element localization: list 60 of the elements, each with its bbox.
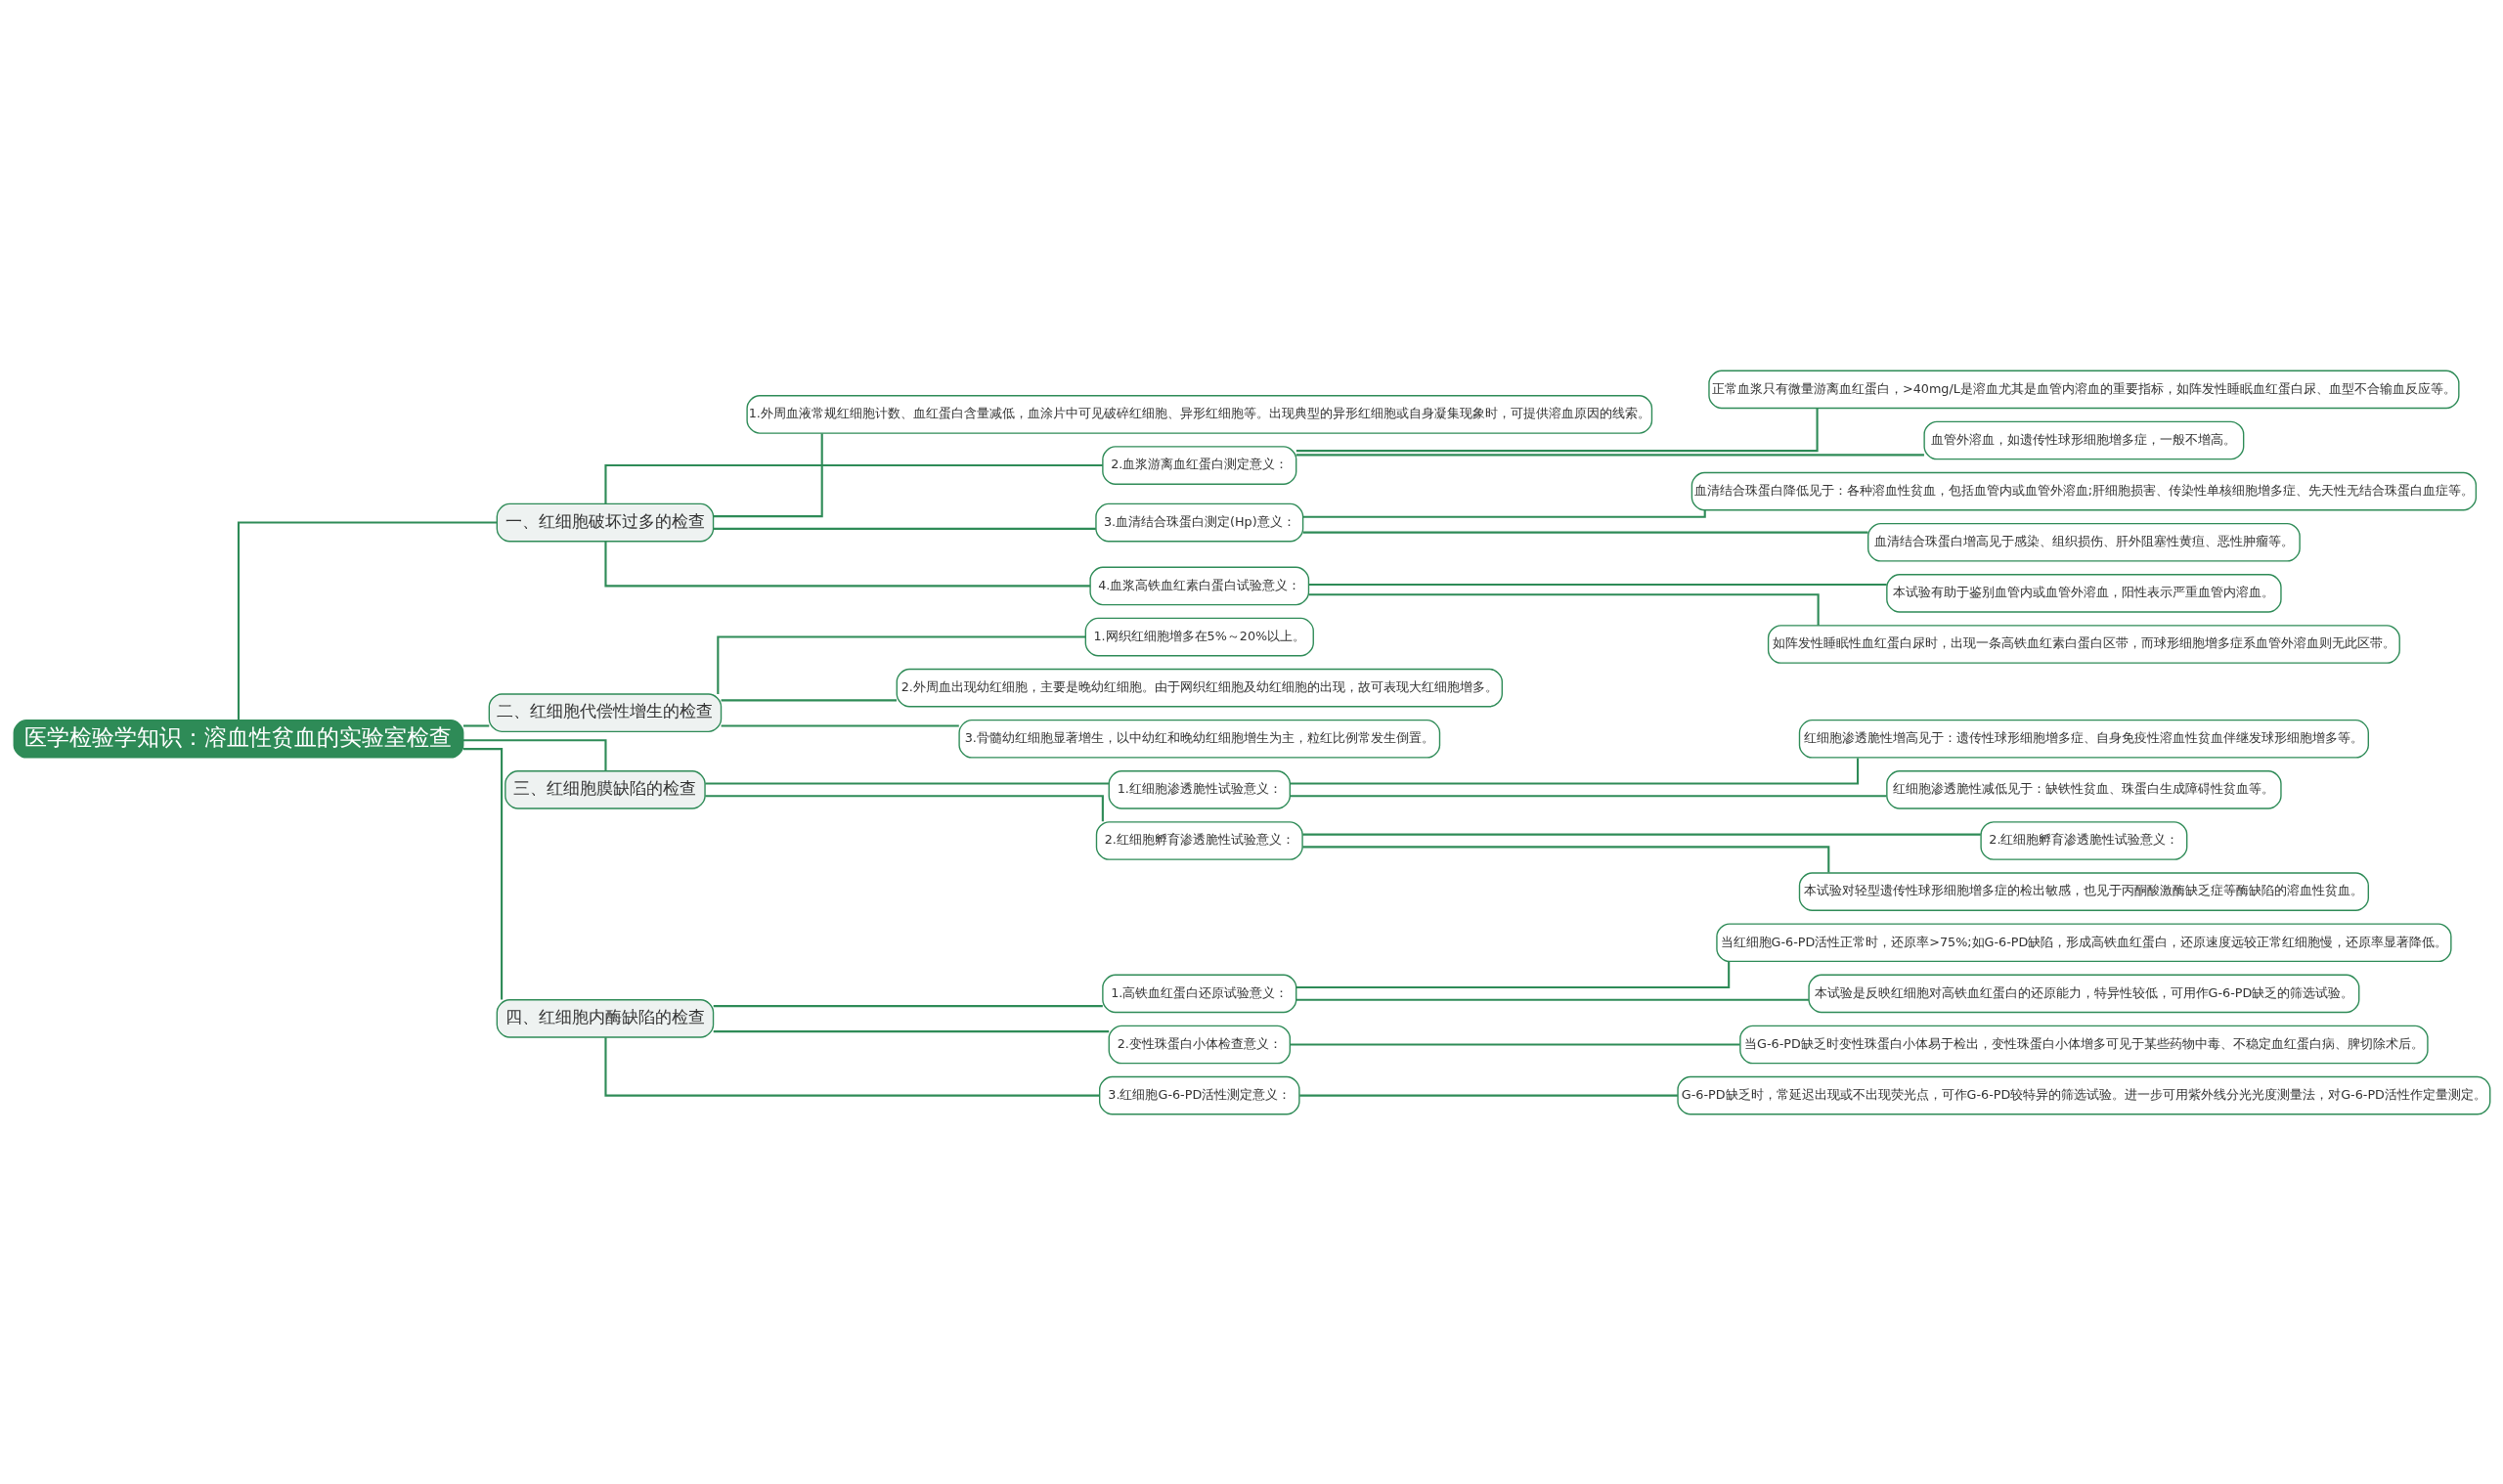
- node-box: 红细胞渗透脆性减低见于：缺铁性贫血、珠蛋白生成障碍性贫血等。: [1885, 769, 2282, 809]
- connector: [721, 723, 959, 727]
- node-box: 1.网织红细胞增多在5%～20%以上。: [1084, 617, 1314, 656]
- node-box: 一、红细胞破坏过多的检查: [496, 502, 714, 542]
- node-box: 本试验对轻型遗传性球形细胞增多症的检出敏感，也见于丙酮酸激酶缺乏症等酶缺陷的溶血性贫血。: [1798, 871, 2369, 911]
- connector: [713, 527, 1096, 530]
- connector: [1295, 408, 1819, 452]
- node-box: 正常血浆只有微量游离血红蛋白，>40mg/L是溶血尤其是血管内溶血的重要指标，如阵发性睡眠血红蛋白尿、血型不合输血反应等。: [1707, 370, 2460, 409]
- connector: [462, 747, 503, 999]
- node-box: 血清结合珠蛋白增高见于感染、组织损伤、肝外阻塞性黄疸、恶性肿瘤等。: [1866, 522, 2301, 562]
- node-box: 2.红细胞孵育渗透脆性试验意义：: [1979, 820, 2187, 860]
- connector: [716, 634, 1085, 694]
- node-box: 2.变性珠蛋白小体检查意义：: [1108, 1025, 1291, 1064]
- connector: [1302, 531, 1868, 534]
- connector: [237, 520, 497, 720]
- node-box: 2.血浆游离血红蛋白测定意义：: [1101, 445, 1296, 485]
- connector: [603, 463, 1103, 503]
- node-box: G-6-PD缺乏时，常延迟出现或不出现荧光点，可作G-6-PD较特异的筛选试验。进一步可用紫外线分光光度测量法，对G-6-PD活性作定量测定。: [1676, 1075, 2490, 1114]
- connector: [1295, 998, 1809, 1001]
- node-box: 四、红细胞内酶缺陷的检查: [496, 998, 714, 1038]
- node-box: 如阵发性睡眠性血红蛋白尿时，出现一条高铁血红素白蛋白区带，而球形细胞增多症系血管外溶血则无此区带。: [1767, 624, 2400, 664]
- connector: [1298, 1094, 1678, 1097]
- node-box: 2.外周血出现幼红细胞，主要是晚幼红细胞。由于网织红细胞及幼红细胞的出现，故可表现大红细胞增多。: [896, 668, 1503, 707]
- connector: [1295, 453, 1924, 456]
- connector: [1295, 961, 1730, 988]
- node-box: 3.红细胞G-6-PD活性测定意义：: [1098, 1075, 1300, 1114]
- connector: [1289, 757, 1859, 785]
- node-box: 本试验是反映红细胞对高铁血红蛋白的还原能力，特异性较低，可用作G-6-PD缺乏的筛选试验。: [1807, 974, 2359, 1013]
- node-box: 三、红细胞膜缺陷的检查: [504, 769, 706, 809]
- connector: [603, 1036, 1099, 1097]
- node-box: 红细胞渗透脆性增高见于：遗传性球形细胞增多症、自身免疫性溶血性贫血伴继发球形细胞增多等。: [1798, 719, 2369, 759]
- connector: [1301, 845, 1829, 872]
- node-box: 4.血浆高铁血红素白蛋白试验意义：: [1088, 566, 1309, 605]
- node-box: 1.红细胞渗透脆性试验意义：: [1108, 769, 1291, 809]
- node-box: 血管外溶血，如遗传性球形细胞增多症，一般不增高。: [1922, 420, 2244, 459]
- connector: [1308, 583, 1887, 586]
- node-box: 3.血清结合珠蛋白测定(Hp)意义：: [1094, 502, 1303, 542]
- connector: [713, 433, 823, 517]
- connector: [462, 723, 489, 727]
- connector: [1289, 794, 1886, 797]
- node-box: 本试验有助于鉴别血管内或血管外溶血，阳性表示严重血管内溶血。: [1885, 573, 2282, 613]
- connector: [1289, 1042, 1739, 1046]
- node-box: 医学检验学知识：溶血性贫血的实验室检查: [13, 719, 463, 759]
- connector: [721, 698, 897, 701]
- node-box: 血清结合珠蛋白降低见于：各种溶血性贫血，包括血管内或血管外溶血;肝细胞损害、传染性单核细胞增多症、先天性无结合珠蛋白血症等。: [1691, 471, 2477, 510]
- node-box: 1.外周血液常规红细胞计数、血红蛋白含量减低，血涂片中可见破碎红细胞、异形红细胞等。出现典型的异形红细胞或自身凝集现象时，可提供溶血原因的线索。: [745, 394, 1652, 434]
- node-box: 当红细胞G-6-PD活性正常时，还原率>75%;如G-6-PD缺陷，形成高铁血红蛋白，还原速度远较正常红细胞慢，还原率显著降低。: [1715, 922, 2452, 962]
- connector: [713, 1029, 1109, 1032]
- node-box: 3.骨髓幼红细胞显著增生，以中幼红和晚幼红细胞增生为主，粒红比例常发生倒置。: [957, 719, 1440, 759]
- node-box: 二、红细胞代偿性增生的检查: [488, 692, 722, 732]
- connector: [1302, 509, 1706, 518]
- node-box: 1.高铁血红蛋白还原试验意义：: [1101, 974, 1296, 1013]
- connector: [1301, 833, 1981, 836]
- node-box: 当G-6-PD缺乏时变性珠蛋白小体易于检出，变性珠蛋白小体增多可见于某些药物中毒、不稳定血红蛋白病、脾切除术后。: [1738, 1025, 2429, 1064]
- connector: [603, 541, 1090, 587]
- connector: [704, 781, 1109, 785]
- connector: [704, 794, 1104, 821]
- connector: [713, 1004, 1103, 1007]
- connector: [1307, 592, 1820, 626]
- node-box: 2.红细胞孵育渗透脆性试验意义：: [1095, 820, 1303, 860]
